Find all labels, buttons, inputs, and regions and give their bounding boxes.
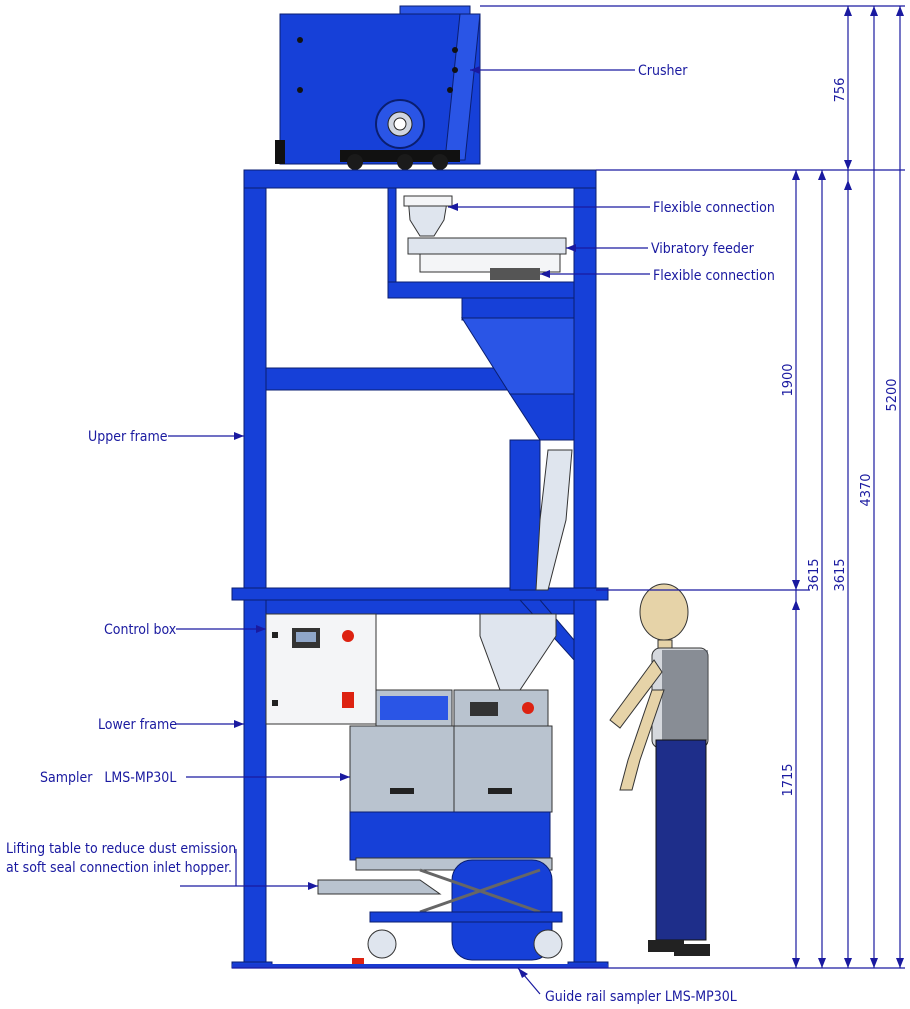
label-flexible-connection-bottom: Flexible connection <box>653 268 775 284</box>
sampler <box>349 689 553 961</box>
leader-lines <box>168 66 650 995</box>
label-flexible-connection-top: Flexible connection <box>653 200 775 216</box>
dim-5200: 5200 <box>885 378 900 411</box>
human-figure <box>609 583 710 956</box>
control-box <box>265 613 377 725</box>
lifting-table <box>317 868 563 966</box>
dim-3615-a: 3615 <box>807 558 822 591</box>
inlet-cone <box>479 613 557 701</box>
upper-frame <box>231 169 609 601</box>
label-upper-frame: Upper frame <box>88 429 168 445</box>
hopper-upper <box>461 317 575 591</box>
label-lower-frame: Lower frame <box>98 717 177 733</box>
label-lifting-table-line2: at soft seal connection inlet hopper. <box>6 860 232 876</box>
label-vibratory-feeder: Vibratory feeder <box>651 241 755 257</box>
flexible-connection-top <box>403 195 453 237</box>
dim-1900: 1900 <box>781 363 796 396</box>
guide-rail <box>232 964 608 968</box>
vibratory-feeder <box>407 237 567 280</box>
dim-3615-b: 3615 <box>833 558 848 591</box>
crusher-unit <box>275 5 481 170</box>
label-sampler: Sampler LMS-MP30L <box>40 770 176 786</box>
label-crusher: Crusher <box>638 63 688 79</box>
dim-4370: 4370 <box>859 473 874 506</box>
label-lifting-table-line1: Lifting table to reduce dust emission <box>6 841 236 857</box>
feeder-cage <box>387 187 575 321</box>
dimension-lines <box>480 5 905 968</box>
lower-frame <box>231 599 609 969</box>
dim-1715: 1715 <box>781 763 796 796</box>
dim-756: 756 <box>833 78 848 103</box>
label-guide-rail: Guide rail sampler LMS-MP30L <box>545 989 737 1005</box>
label-control-box: Control box <box>104 622 177 638</box>
